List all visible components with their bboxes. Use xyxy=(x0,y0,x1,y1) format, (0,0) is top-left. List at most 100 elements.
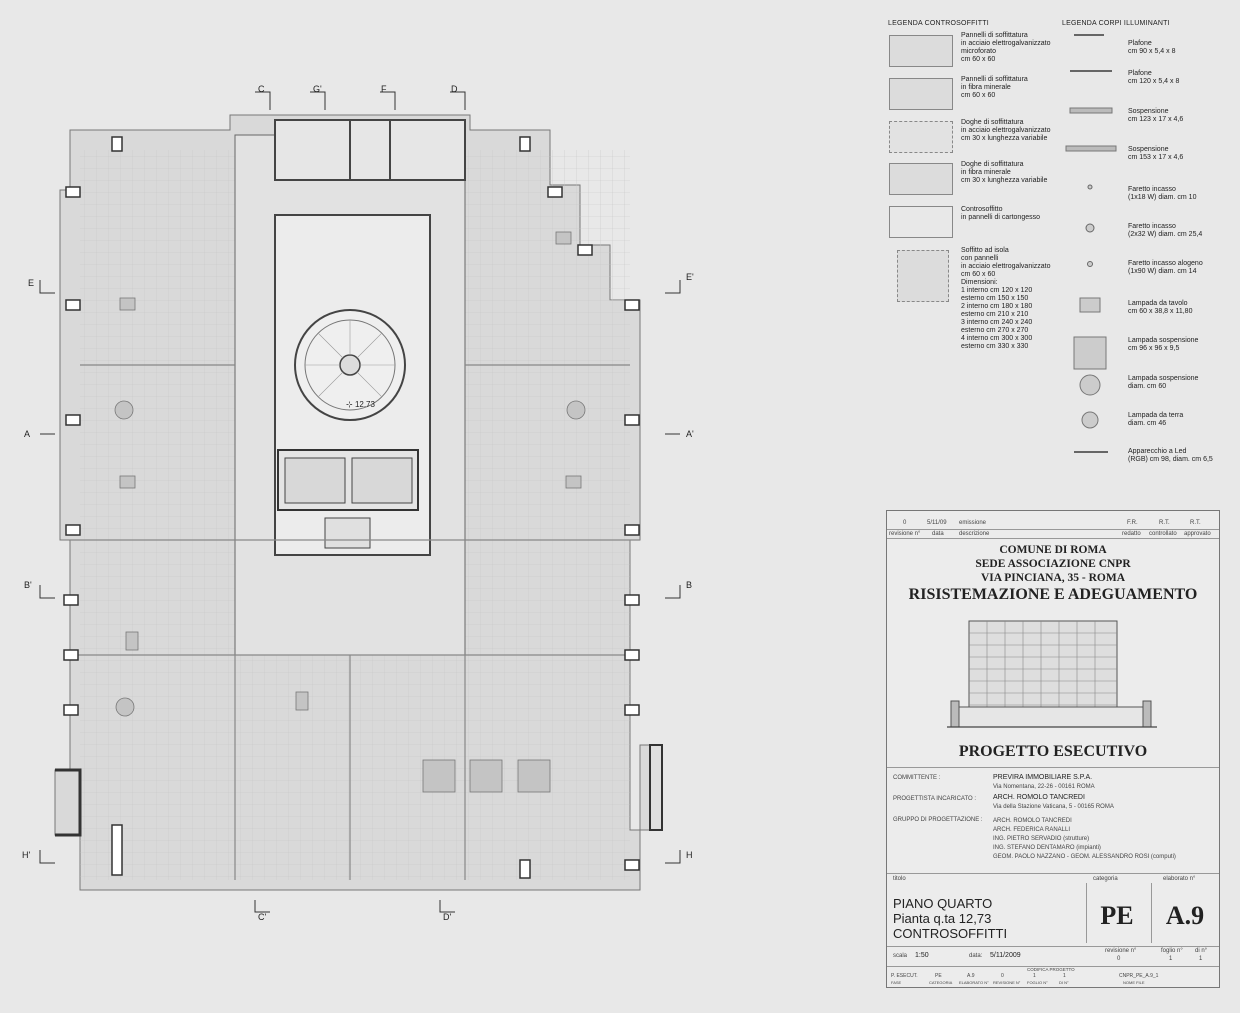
elevation-label: ⊹ 12.73 xyxy=(346,400,375,409)
legend-ceiling-item: Doghe di soffittatura in acciaio elettro… xyxy=(961,119,1051,142)
section-label: D' xyxy=(443,912,452,922)
sheet-number: A.9 xyxy=(1165,901,1205,930)
revision-header: data xyxy=(932,531,944,537)
footer-label: ELABORATO N° xyxy=(959,980,989,985)
legend-light-item: Lampada da tavolo cm 60 x 38,8 x 11,80 xyxy=(1128,300,1193,315)
section-label: E xyxy=(28,278,35,288)
scale-label: scala xyxy=(893,953,908,959)
section-label: B' xyxy=(24,580,32,590)
section-label: E' xyxy=(686,272,694,282)
legend-light-item: Lampada sospensione cm 96 x 96 x 9,5 xyxy=(1128,337,1199,352)
titolo-label: titolo xyxy=(893,876,906,882)
light-fixtures xyxy=(114,231,586,793)
revision-header: redatto xyxy=(1122,531,1141,537)
sheet-title-2: Pianta q.ta 12,73 xyxy=(893,911,992,926)
project-phase: PROGETTO ESECUTIVO xyxy=(958,743,1148,760)
legend-light-item: Sospensione cm 153 x 17 x 4,6 xyxy=(1128,146,1184,161)
legend-light-item: Faretto incasso (1x18 W) diam. cm 10 xyxy=(1128,186,1197,201)
legend-light-item: Lampada da terra diam. cm 46 xyxy=(1128,412,1184,427)
footer-code: PE xyxy=(935,973,942,979)
revision-checked: R.T. xyxy=(1159,520,1170,526)
committente-name: PREVIRA IMMOBILIARE S.P.A. xyxy=(993,774,1093,781)
categoria-label: categoria xyxy=(1093,876,1118,882)
foglio-label: foglio n° xyxy=(1161,948,1183,954)
di-label: di n° xyxy=(1195,948,1208,954)
legend-lights-title: LEGENDA CORPI ILLUMINANTI xyxy=(1062,20,1170,27)
project-line-2: SEDE ASSOCIAZIONE CNPR xyxy=(975,558,1131,570)
legend-ceiling-item: Doghe di soffittatura in fibra minerale … xyxy=(961,161,1048,184)
section-label: A' xyxy=(686,429,694,439)
project-line-4: RISISTEMAZIONE E ADEGUAMENTO xyxy=(908,586,1198,603)
project-heading: COMUNE DI ROMA SEDE ASSOCIAZIONE CNPR VI… xyxy=(887,543,1219,605)
footer-label: CATEGORIA xyxy=(929,980,953,985)
ceiling-swatch xyxy=(889,78,953,110)
project-line-1: COMUNE DI ROMA xyxy=(999,544,1107,556)
footer-code: P. ESECUT. xyxy=(891,973,918,979)
footer-code: 1 xyxy=(1033,973,1036,979)
floor-plan-drawing xyxy=(39,91,681,913)
ceiling-swatch xyxy=(889,121,953,153)
footer-label: DI N° xyxy=(1059,980,1069,985)
legend-light-item: Apparecchio a Led (RGB) cm 98, diam. cm … xyxy=(1128,448,1213,463)
legend-lights: LEGENDA CORPI ILLUMINANTI Plafone cm 90 … xyxy=(1062,20,1222,470)
ceiling-swatch xyxy=(889,206,953,238)
foglio-value: 1 xyxy=(1169,956,1173,962)
legend-ceiling-item: Controsoffitto in pannelli di cartongess… xyxy=(961,206,1040,221)
revision-description: emissione xyxy=(959,520,987,526)
legend-ceiling-item: Soffitto ad isola con pannelli in acciai… xyxy=(961,247,1051,350)
committente-label: COMMITTENTE : xyxy=(893,775,941,781)
section-label: D xyxy=(451,84,458,94)
ceiling-swatch xyxy=(889,35,953,67)
date-label: data: xyxy=(969,953,983,959)
gruppo-member: ARCH. ROMOLO TANCREDI xyxy=(993,818,1072,824)
legend-ceiling-item: Pannelli di soffittatura in fibra minera… xyxy=(961,76,1028,99)
legend-ceiling-item: Pannelli di soffittatura in acciaio elet… xyxy=(961,32,1051,63)
revision-number: 0 xyxy=(903,520,907,526)
ceiling-swatch xyxy=(897,250,949,302)
footer-label: FOGLIO N° xyxy=(1027,980,1048,985)
progettista-address: Via della Stazione Vaticana, 5 - 00165 R… xyxy=(993,804,1114,810)
gruppo-member: ARCH. FEDERICA RANALLI xyxy=(993,827,1071,833)
progettista-label: PROGETTISTA INCARICATO : xyxy=(893,796,977,802)
gruppo-member: ING. PIETRO SERVADIO (strutture) xyxy=(993,836,1090,842)
elaborato-label: elaborato n° xyxy=(1163,876,1196,882)
rev-label: revisione n° xyxy=(1105,948,1137,954)
footer-code: 0 xyxy=(1001,973,1004,979)
section-label: C xyxy=(258,84,265,94)
footer-code: A.9 xyxy=(967,973,975,979)
elevation-marker-icon: ⊹ xyxy=(346,400,355,409)
sheet-title: PIANO QUARTO Pianta q.ta 12,73 CONTROSOF… xyxy=(893,896,1007,941)
columns xyxy=(63,136,640,879)
legend-light-item: Lampada sospensione diam. cm 60 xyxy=(1128,375,1199,390)
light-symbols xyxy=(1065,34,1117,453)
revision-header: descrizione xyxy=(959,531,990,537)
footer-label: NOME FILE xyxy=(1123,980,1145,985)
footer-label: FASE xyxy=(891,980,902,985)
committente-address: Via Nomentana, 22-26 - 00161 ROMA xyxy=(993,784,1095,790)
legend-light-item: Sospensione cm 123 x 17 x 4,6 xyxy=(1128,108,1184,123)
legend-light-item: Plafone cm 120 x 5,4 x 8 xyxy=(1128,70,1180,85)
ceiling-swatch xyxy=(889,163,953,195)
gruppo-member: ING. STEFANO DENTAMARO (impianti) xyxy=(993,845,1101,851)
section-label: F xyxy=(381,84,387,94)
footer-code: CNPR_PE_A.9_1 xyxy=(1119,973,1159,979)
section-label: H xyxy=(686,850,693,860)
date-value: 5/11/2009 xyxy=(990,952,1021,959)
revision-header: controllato xyxy=(1149,531,1177,537)
progettista-name: ARCH. ROMOLO TANCREDI xyxy=(993,794,1085,801)
gruppo-member: GEOM. PAOLO NAZZANO - GEOM. ALESSANDRO R… xyxy=(993,854,1176,860)
di-value: 1 xyxy=(1199,956,1203,962)
sheet-title-1: PIANO QUARTO xyxy=(893,896,993,911)
legend-light-item: Faretto incasso alogeno (1x90 W) diam. c… xyxy=(1128,260,1203,275)
section-markers xyxy=(39,91,681,913)
revision-approved: R.T. xyxy=(1190,520,1201,526)
project-line-3: VIA PINCIANA, 35 - ROMA xyxy=(980,572,1126,584)
legend-light-item: Faretto incasso (2x32 W) diam. cm 25,4 xyxy=(1128,223,1203,238)
legend-ceilings-title: LEGENDA CONTROSOFFITTI xyxy=(888,20,989,27)
title-block: 0 5/11/09 emissione F.R. R.T. R.T. revis… xyxy=(886,510,1220,988)
section-label: H' xyxy=(22,850,31,860)
sheet-title-3: CONTROSOFFITTI xyxy=(893,926,1008,941)
scale-value: 1:50 xyxy=(915,952,929,959)
section-label: A xyxy=(24,429,31,439)
revision-drawn: F.R. xyxy=(1127,520,1138,526)
